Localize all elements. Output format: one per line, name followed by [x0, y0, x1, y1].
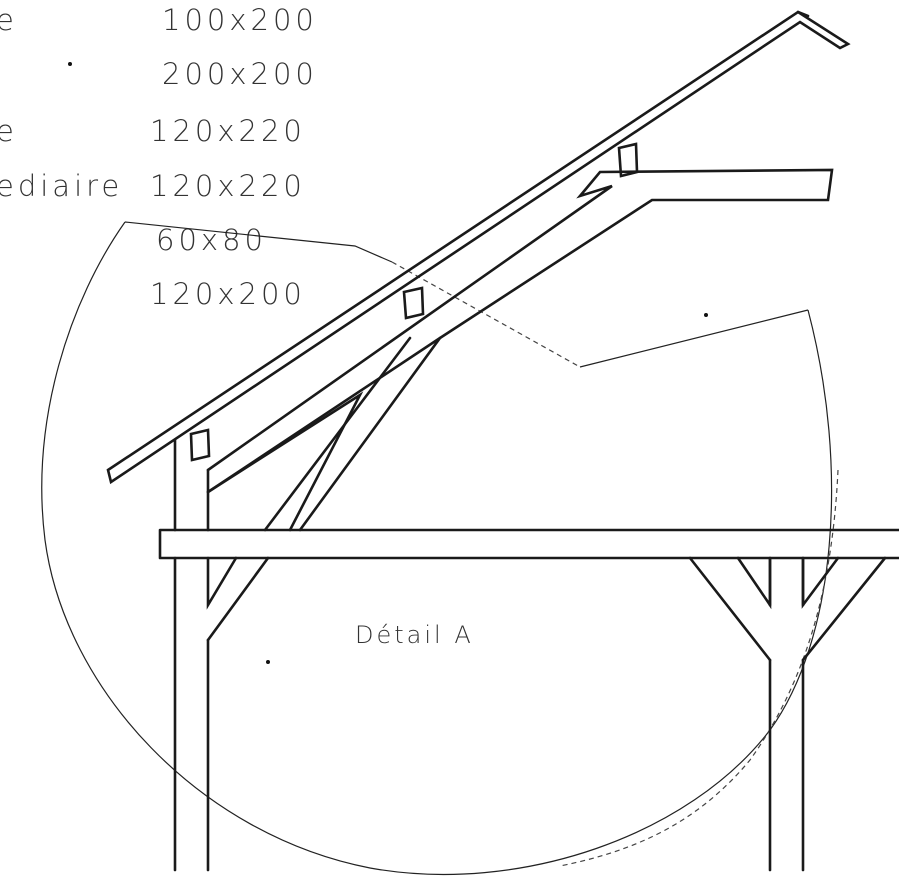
- dot-mark: [704, 313, 708, 317]
- detail-circle: [41, 221, 833, 875]
- leader-line: [124, 221, 393, 263]
- left-post: [173, 438, 210, 532]
- left-knee-brace: [206, 556, 270, 642]
- member-schedule: e 100x200 200x200 e 120x220 ediaire 120x…: [0, 3, 318, 311]
- schedule-size-5: 60x80: [156, 223, 267, 257]
- purlin-block-middle: [402, 286, 425, 320]
- schedule-size-6: 120x200: [150, 277, 306, 311]
- detail-caption: Détail A: [355, 621, 474, 649]
- rafter-end-cap: [796, 10, 810, 18]
- strut-left-edge: [263, 336, 412, 532]
- dot-mark: [68, 62, 72, 66]
- schedule-label-4: ediaire: [0, 169, 123, 203]
- schedule-label-3: e: [0, 114, 18, 148]
- circle-dashed-arc: [559, 469, 839, 867]
- detail-circle-tail: [579, 309, 809, 368]
- brace-triangle: [206, 391, 364, 532]
- schedule-size-4: 120x220: [150, 169, 306, 203]
- purlin-block-lower: [189, 428, 211, 462]
- right-knee-brace-right: [801, 556, 887, 662]
- schedule-size-2: 200x200: [162, 57, 318, 91]
- left-post-lower: [173, 556, 210, 872]
- schedule-size-3: 120x220: [150, 114, 306, 148]
- dot-mark: [266, 660, 270, 664]
- right-knee-brace-left: [688, 556, 772, 662]
- right-post: [768, 658, 805, 872]
- right-post-top: [768, 556, 805, 607]
- schedule-label-1: e: [0, 3, 18, 37]
- principal-rafter: [206, 168, 834, 532]
- tie-beam: [158, 528, 899, 560]
- schedule-size-1: 100x200: [162, 3, 318, 37]
